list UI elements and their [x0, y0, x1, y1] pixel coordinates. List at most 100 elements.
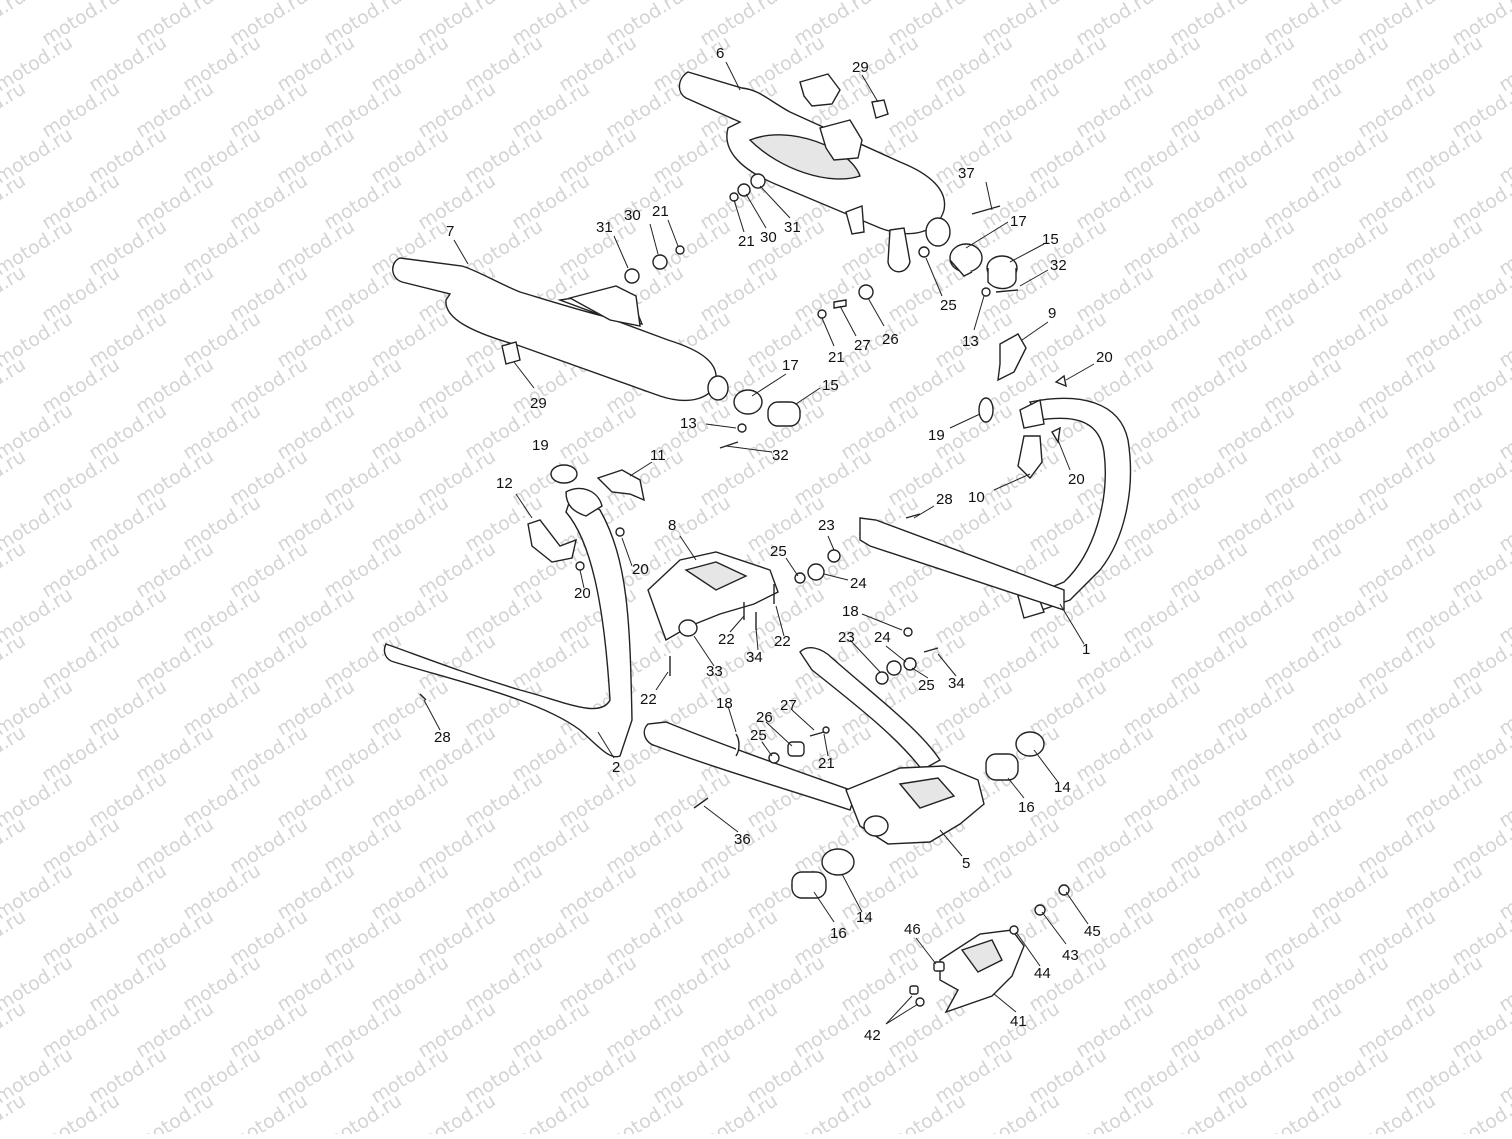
clamp-half-10 — [1017, 435, 1043, 480]
watermark-text: motod.ru — [0, 721, 30, 786]
crossover-pipe — [643, 647, 942, 811]
watermark-text: motod.ru — [0, 261, 30, 326]
heat-shield-8 — [647, 551, 779, 642]
callout-28: 28 — [434, 729, 451, 746]
watermark-text: motod.ru — [696, 1089, 782, 1134]
callout-30: 30 — [624, 207, 641, 224]
callout-31: 31 — [596, 219, 613, 236]
muffler-left — [392, 257, 729, 401]
muffler-upper-right — [678, 71, 951, 273]
callout-20: 20 — [574, 585, 591, 602]
watermark-text: motod.ru — [0, 445, 30, 510]
callout-21: 21 — [652, 203, 669, 220]
callout-42: 42 — [864, 1027, 881, 1044]
watermark-text: motod.ru — [1166, 1089, 1252, 1134]
gasket-19-left — [550, 464, 578, 484]
clamp-half-9 — [997, 333, 1027, 382]
watermark-text: motod.ru — [0, 0, 30, 50]
callout-41: 41 — [1010, 1013, 1027, 1030]
hardware-small-parts — [419, 173, 1070, 1007]
callout-27: 27 — [854, 337, 871, 354]
callout-18: 18 — [716, 695, 733, 712]
callout-2: 2 — [612, 759, 620, 776]
callout-46: 46 — [904, 921, 921, 938]
watermark-text: motod.ru — [1260, 1089, 1346, 1134]
clamp-17-upper — [949, 243, 983, 277]
leader-lines — [423, 61, 1095, 1025]
callout-16: 16 — [1018, 799, 1035, 816]
grommet-33 — [678, 619, 698, 637]
watermark-text: motod.ru — [602, 1089, 688, 1134]
callout-34: 34 — [746, 649, 763, 666]
callout-37: 37 — [958, 165, 975, 182]
callout-21: 21 — [818, 755, 835, 772]
callout-17: 17 — [1010, 213, 1027, 230]
sleeve-15-upper — [986, 255, 1018, 290]
sleeve-16-right — [985, 753, 1019, 781]
watermark-text: motod.ru — [508, 1089, 594, 1134]
callout-19: 19 — [928, 427, 945, 444]
callout-12: 12 — [496, 475, 513, 492]
callout-23: 23 — [818, 517, 835, 534]
callout-23: 23 — [838, 629, 855, 646]
callout-22: 22 — [640, 691, 657, 708]
callout-22: 22 — [774, 633, 791, 650]
callout-25: 25 — [770, 543, 787, 560]
watermark-text: motod.ru — [0, 537, 30, 602]
callout-5: 5 — [962, 855, 970, 872]
callout-13: 13 — [962, 333, 979, 350]
watermark-text: motod.ru — [320, 1089, 406, 1134]
clamp-half-12 — [527, 519, 577, 563]
callout-15: 15 — [1042, 231, 1059, 248]
gasket-19-right — [978, 397, 994, 423]
watermark-text: motod.ru — [0, 77, 30, 142]
callout-7: 7 — [446, 223, 454, 240]
watermark-text: motod.ru — [0, 353, 30, 418]
callout-26: 26 — [882, 331, 899, 348]
part-callouts: 6 29 37 17 15 32 25 13 9 20 19 20 10 28 … — [434, 45, 1113, 1044]
watermark-text: motod.ru — [0, 629, 30, 694]
watermark-text: motod.ru — [0, 905, 30, 970]
callout-45: 45 — [1084, 923, 1101, 940]
watermark-text: motod.ru — [38, 1089, 124, 1134]
heat-shield-41 — [939, 929, 1025, 1014]
callout-1: 1 — [1082, 641, 1090, 658]
callout-25: 25 — [918, 677, 935, 694]
watermark-text: motod.ru — [0, 813, 30, 878]
watermark-text: motod.ru — [978, 1089, 1064, 1134]
watermark-text: motod.ru — [132, 1089, 218, 1134]
callout-20: 20 — [632, 561, 649, 578]
callout-36: 36 — [734, 831, 751, 848]
callout-29: 29 — [530, 395, 547, 412]
watermark-text: motod.ru — [414, 1089, 500, 1134]
callout-18: 18 — [842, 603, 859, 620]
sleeve-16-lower — [791, 871, 827, 899]
rubber-grommet-29 — [871, 99, 889, 119]
callout-25: 25 — [750, 727, 767, 744]
muffler-upper-bracket — [799, 73, 841, 107]
callout-19: 19 — [532, 437, 549, 454]
clamp-17-lower — [733, 389, 763, 415]
callout-16: 16 — [830, 925, 847, 942]
callout-30: 30 — [760, 229, 777, 246]
callout-24: 24 — [874, 629, 891, 646]
callout-32: 32 — [1050, 257, 1067, 274]
callout-13: 13 — [680, 415, 697, 432]
callout-20: 20 — [1068, 471, 1085, 488]
callout-31: 31 — [784, 219, 801, 236]
callout-32: 32 — [772, 447, 789, 464]
callout-29: 29 — [852, 59, 869, 76]
watermark-text: motod.ru — [884, 1089, 970, 1134]
callout-14: 14 — [856, 909, 873, 926]
callout-9: 9 — [1048, 305, 1056, 322]
callout-33: 33 — [706, 663, 723, 680]
callout-21: 21 — [738, 233, 755, 250]
callout-20: 20 — [1096, 349, 1113, 366]
callout-17: 17 — [782, 357, 799, 374]
callout-14: 14 — [1054, 779, 1071, 796]
callout-6: 6 — [716, 45, 724, 62]
callout-44: 44 — [1034, 965, 1051, 982]
callout-27: 27 — [780, 697, 797, 714]
callout-24: 24 — [850, 575, 867, 592]
